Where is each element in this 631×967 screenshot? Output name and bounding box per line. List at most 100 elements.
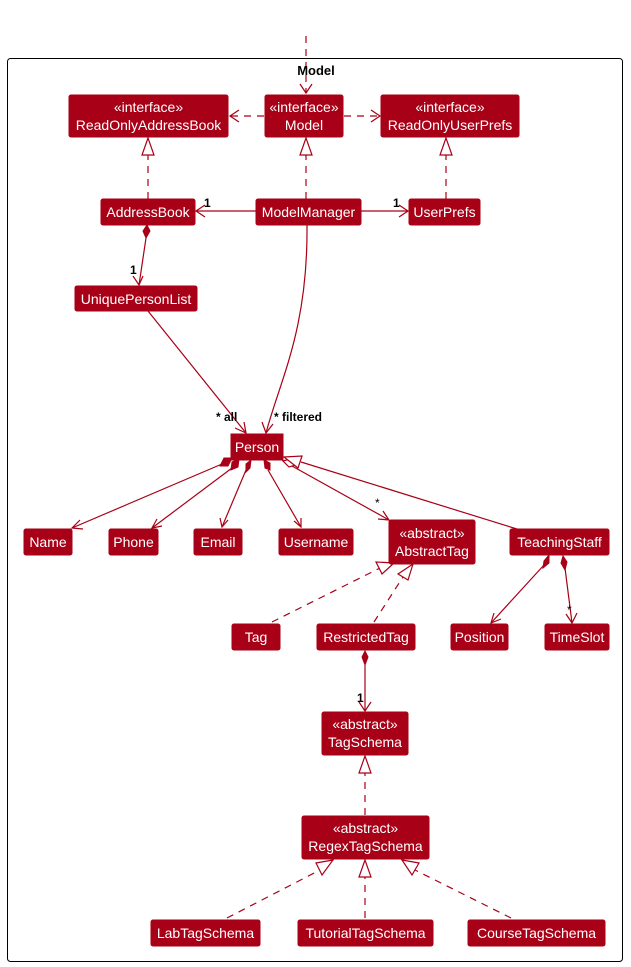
- class-tag[interactable]: Tag: [231, 623, 281, 651]
- class-position[interactable]: Position: [450, 623, 509, 651]
- person-to-abstracttag-edge: [291, 465, 390, 521]
- class-tutorialtagschema[interactable]: TutorialTagSchema: [297, 919, 434, 947]
- multiplicity-label: *: [567, 603, 572, 617]
- class-stereotype: «interface»: [269, 99, 338, 115]
- class-coursetagschema[interactable]: CourseTagSchema: [467, 919, 606, 947]
- class-name: Model: [285, 117, 323, 133]
- class-userprefs[interactable]: UserPrefs: [408, 198, 481, 226]
- class-name-label: LabTagSchema: [157, 925, 255, 941]
- arrowhead-icon: [398, 204, 410, 218]
- multiplicity-label: *: [375, 496, 380, 510]
- teachingstaff-to-position-edge: [490, 564, 545, 624]
- class-abstracttag[interactable]: «abstract» AbstractTag: [388, 519, 476, 565]
- class-phone[interactable]: Phone: [108, 528, 159, 556]
- class-name-label: AbstractTag: [395, 543, 469, 559]
- class-stereotype: «interface»: [114, 99, 183, 115]
- multiplicity-label: 1: [130, 263, 137, 277]
- class-addressbook[interactable]: AddressBook: [100, 198, 196, 226]
- realization-triangle-icon: [396, 562, 415, 581]
- arrowhead-icon: [132, 275, 144, 287]
- multiplicity-label: * filtered: [274, 410, 322, 424]
- realization-triangle-icon: [141, 136, 155, 156]
- arrowhead-icon: [565, 612, 578, 625]
- package-label: Model: [297, 63, 335, 78]
- class-name-label: TeachingStaff: [517, 534, 602, 550]
- composition-diamond-icon: [142, 224, 151, 240]
- class-name-label: RegexTagSchema: [308, 838, 423, 854]
- arrowhead-icon: [150, 518, 163, 529]
- class-username[interactable]: Username: [278, 528, 354, 556]
- class-stereotype: «abstract»: [333, 820, 399, 836]
- class-stereotype: «abstract»: [399, 525, 465, 541]
- person-to-name-edge: [71, 463, 223, 529]
- arrowhead-icon: [370, 109, 382, 123]
- arrowhead-icon: [219, 517, 229, 529]
- realization-triangle-icon: [315, 859, 335, 877]
- arrowhead-icon: [194, 204, 206, 218]
- restrictedtag-realization-edge: [373, 576, 404, 623]
- class-name[interactable]: Name: [23, 528, 73, 556]
- uniquepersonlist-to-person-edge: [147, 310, 247, 434]
- class-name-label: Tag: [245, 629, 268, 645]
- package-frame: [7, 58, 623, 962]
- class-name: Person: [235, 439, 279, 455]
- arrowhead-icon: [261, 421, 274, 435]
- class-readonlyaddressbook[interactable]: «interface» ReadOnlyAddressBook: [68, 94, 229, 138]
- arrowhead-icon: [490, 612, 502, 625]
- class-modelmanager[interactable]: ModelManager: [255, 198, 362, 226]
- class-name-label: TimeSlot: [550, 629, 605, 645]
- class-name-label: RestrictedTag: [323, 629, 409, 645]
- addressbook-to-uniquepersonlist-edge: [138, 237, 147, 286]
- class-stereotype: «abstract»: [332, 716, 398, 732]
- person-to-email-edge: [221, 469, 247, 528]
- class-uniquepersonlist[interactable]: UniquePersonList: [74, 285, 198, 312]
- class-timeslot[interactable]: TimeSlot: [544, 623, 610, 651]
- realization-triangle-icon: [358, 858, 372, 878]
- teachingstaff-to-timeslot-edge: [564, 567, 573, 624]
- class-name-label: Email: [200, 534, 235, 550]
- modelmanager-to-person-edge: [265, 224, 308, 434]
- realization-triangle-icon: [299, 136, 313, 156]
- arrowhead-icon: [299, 83, 313, 95]
- composition-diamond-icon: [560, 554, 568, 572]
- arrowhead-icon: [234, 421, 247, 435]
- class-name-label: CourseTagSchema: [477, 925, 596, 941]
- composition-diamond-icon: [542, 553, 550, 570]
- class-regextagschema[interactable]: «abstract» RegexTagSchema: [301, 815, 430, 860]
- class-tagschema[interactable]: «abstract» TagSchema: [321, 711, 409, 756]
- class-name: ReadOnlyAddressBook: [76, 117, 223, 133]
- person-to-username-edge: [267, 469, 302, 528]
- class-name-label: Position: [455, 629, 505, 645]
- class-person[interactable]: Person: [230, 433, 284, 461]
- realization-triangle-icon: [358, 754, 372, 774]
- composition-diamond-icon: [245, 458, 252, 474]
- multiplicity-label: * all: [216, 410, 237, 424]
- class-name: UniquePersonList: [81, 291, 192, 307]
- arrowhead-icon: [293, 518, 302, 529]
- generalization-triangle-icon: [282, 455, 303, 469]
- class-name-label: TutorialTagSchema: [305, 925, 425, 941]
- class-name: UserPrefs: [413, 204, 475, 220]
- composition-diamond-icon: [230, 458, 240, 471]
- composition-diamond-icon: [263, 459, 271, 471]
- class-readonlyuserprefs[interactable]: «interface» ReadOnlyUserPrefs: [380, 94, 520, 138]
- class-name-label: Name: [29, 534, 67, 550]
- class-stereotype: «interface»: [415, 99, 484, 115]
- composition-diamond-icon: [361, 649, 369, 667]
- person-to-phone-edge: [151, 467, 233, 529]
- composition-diamond-icon: [219, 457, 233, 467]
- arrowhead-icon: [70, 519, 84, 530]
- class-email[interactable]: Email: [193, 528, 243, 556]
- class-name-label: Username: [284, 534, 349, 550]
- class-model[interactable]: «interface» Model: [264, 94, 344, 138]
- class-name-label: Phone: [113, 534, 154, 550]
- teachingstaff-generalization-edge: [300, 461, 518, 530]
- class-name-label: TagSchema: [328, 734, 402, 750]
- multiplicity-label: 1: [357, 691, 364, 705]
- multiplicity-label: 1: [204, 196, 211, 210]
- class-teachingstaff[interactable]: TeachingStaff: [509, 528, 610, 556]
- class-labtagschema[interactable]: LabTagSchema: [150, 919, 261, 947]
- arrowhead-icon: [358, 701, 372, 713]
- class-restrictedtag[interactable]: RestrictedTag: [316, 623, 416, 651]
